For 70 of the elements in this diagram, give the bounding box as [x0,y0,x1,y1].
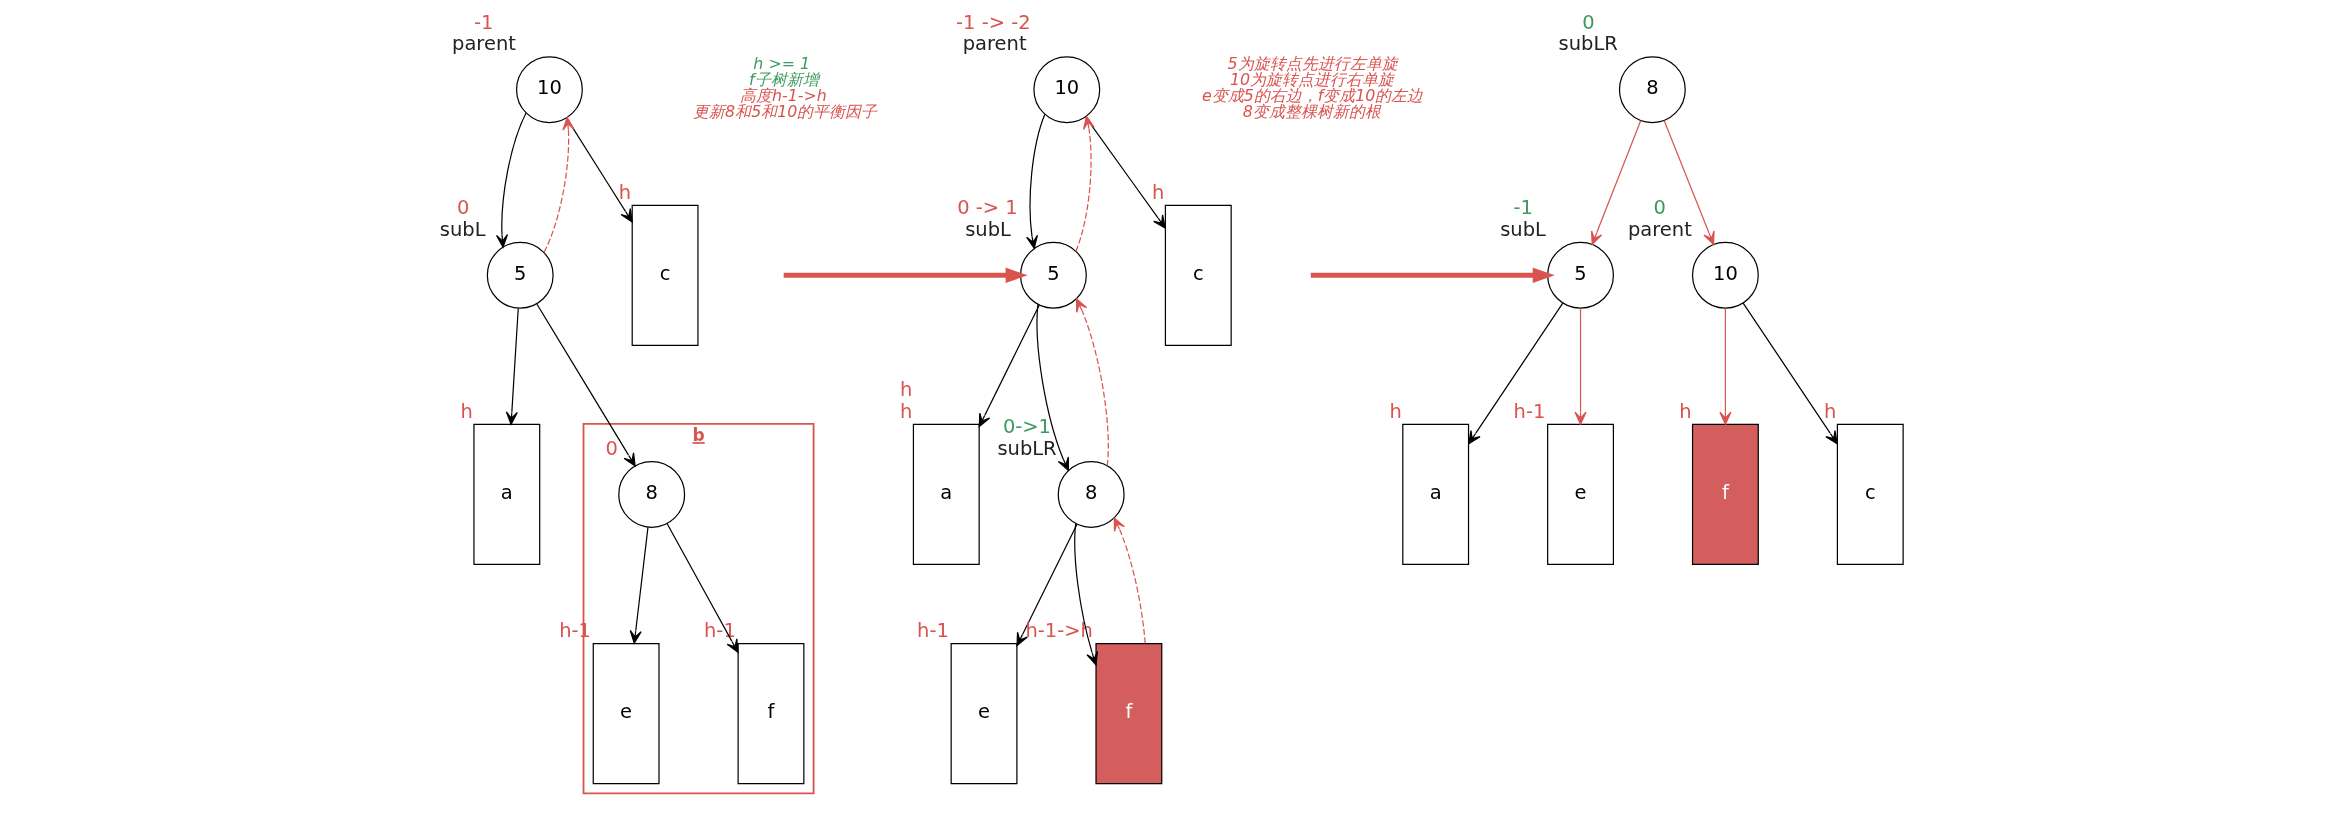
node-box: e [592,642,660,785]
arrow [1075,115,1095,252]
node-box: e [950,642,1018,785]
node-label: -1 [473,10,494,34]
node-label: h [900,400,913,424]
node-label: subLR [1558,32,1618,56]
node-box: f [1691,423,1759,566]
arrow [536,303,636,467]
arrow [495,112,527,248]
arrow [629,526,649,644]
node-box: f [737,642,805,785]
arrow [978,304,1040,428]
arrow [1036,303,1069,471]
arrow [1742,302,1838,445]
arrow [1574,307,1587,425]
node-circle: 10 [1691,241,1759,309]
node-label: h [1679,400,1692,424]
node-label: 0->1 [1002,415,1052,439]
node-box: c [631,204,699,346]
node-label: parent [1628,218,1692,242]
arrow [1085,116,1166,229]
arrow [1663,120,1715,245]
node-label: parent [962,32,1027,56]
node-label: h [1824,400,1837,424]
node-label: 0 [456,196,470,220]
node-circle: 8 [1618,56,1686,124]
node-label: subL [439,218,486,242]
arrow [1074,522,1099,666]
arrow [1310,267,1555,283]
node-label: 0 [1582,10,1595,34]
arrow [666,522,739,653]
arrow [1468,302,1564,445]
node-label: -1 [1513,196,1533,220]
arrow [543,116,575,253]
arrow [505,307,519,425]
node-label: subLR [997,437,1057,461]
node-label: -1 -> -2 [956,10,1031,34]
arrow [783,267,1028,283]
arrow [1075,298,1109,467]
node-label: 0 [1653,196,1666,220]
node-box: f [1095,642,1163,785]
arrow [1590,120,1642,245]
arrow [1719,307,1732,425]
node-label: 0 [605,437,618,461]
node-circle: 8 [1057,460,1125,528]
node-label: 0 -> 1 [957,196,1018,220]
node-label: parent [452,32,516,56]
node-label: h-1 [917,619,949,643]
node-box: a [912,423,980,566]
node-circle: 5 [1547,241,1614,309]
node-box: a [473,423,541,566]
arrow [1113,517,1146,644]
node-label: subL [965,218,1011,242]
node-circle: 10 [1033,56,1101,124]
node-circle: 8 [618,460,686,528]
node-label: h [460,400,473,424]
node-label: h [1389,400,1402,424]
node-label: h-1 [1513,400,1546,424]
node-box: c [1164,204,1232,346]
arrow [1026,113,1046,249]
node-box: e [1547,423,1614,566]
node-box: a [1402,423,1470,566]
node-circle: 5 [1019,241,1087,309]
node-box: c [1836,423,1904,566]
node-label: subL [1500,218,1546,242]
node-label: h [618,180,632,204]
node-label: h [1152,180,1165,204]
node-circle: 5 [486,241,554,309]
node-label: h [900,378,913,402]
node-circle: 10 [515,56,583,124]
